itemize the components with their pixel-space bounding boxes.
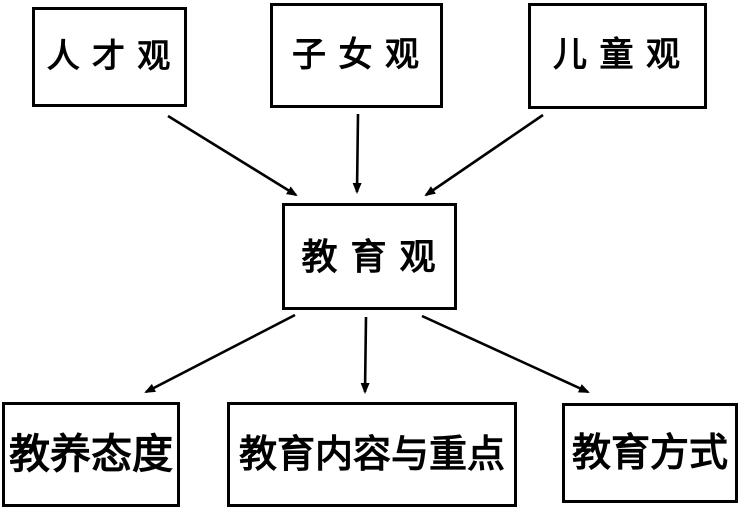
node-child-view: 儿 童 观 (528, 3, 707, 109)
node-talent-view: 人 才 观 (32, 7, 187, 107)
node-education-method-label: 教育方式 (571, 431, 728, 475)
arrow-education-to-attitude (144, 313, 296, 394)
node-education-view-label: 教 育 观 (301, 236, 438, 277)
node-parenting-attitude-label: 教养态度 (9, 431, 173, 477)
node-children-view: 子 女 观 (270, 3, 443, 108)
node-education-content-focus: 教育内容与重点 (227, 402, 517, 507)
node-education-method: 教育方式 (562, 403, 738, 503)
node-education-view: 教 育 观 (282, 203, 457, 310)
node-talent-view-label: 人 才 观 (46, 38, 173, 75)
node-children-view-label: 子 女 观 (292, 36, 421, 74)
arrow-education-to-method (421, 314, 590, 394)
arrow-talent-to-education (167, 114, 298, 197)
arrow-child-to-education (424, 113, 544, 197)
node-child-view-label: 儿 童 观 (553, 37, 682, 74)
node-parenting-attitude: 教养态度 (2, 402, 180, 507)
arrow-education-to-content (360, 316, 370, 394)
arrow-children-to-education (352, 113, 362, 194)
node-education-content-focus-label: 教育内容与重点 (238, 433, 505, 476)
